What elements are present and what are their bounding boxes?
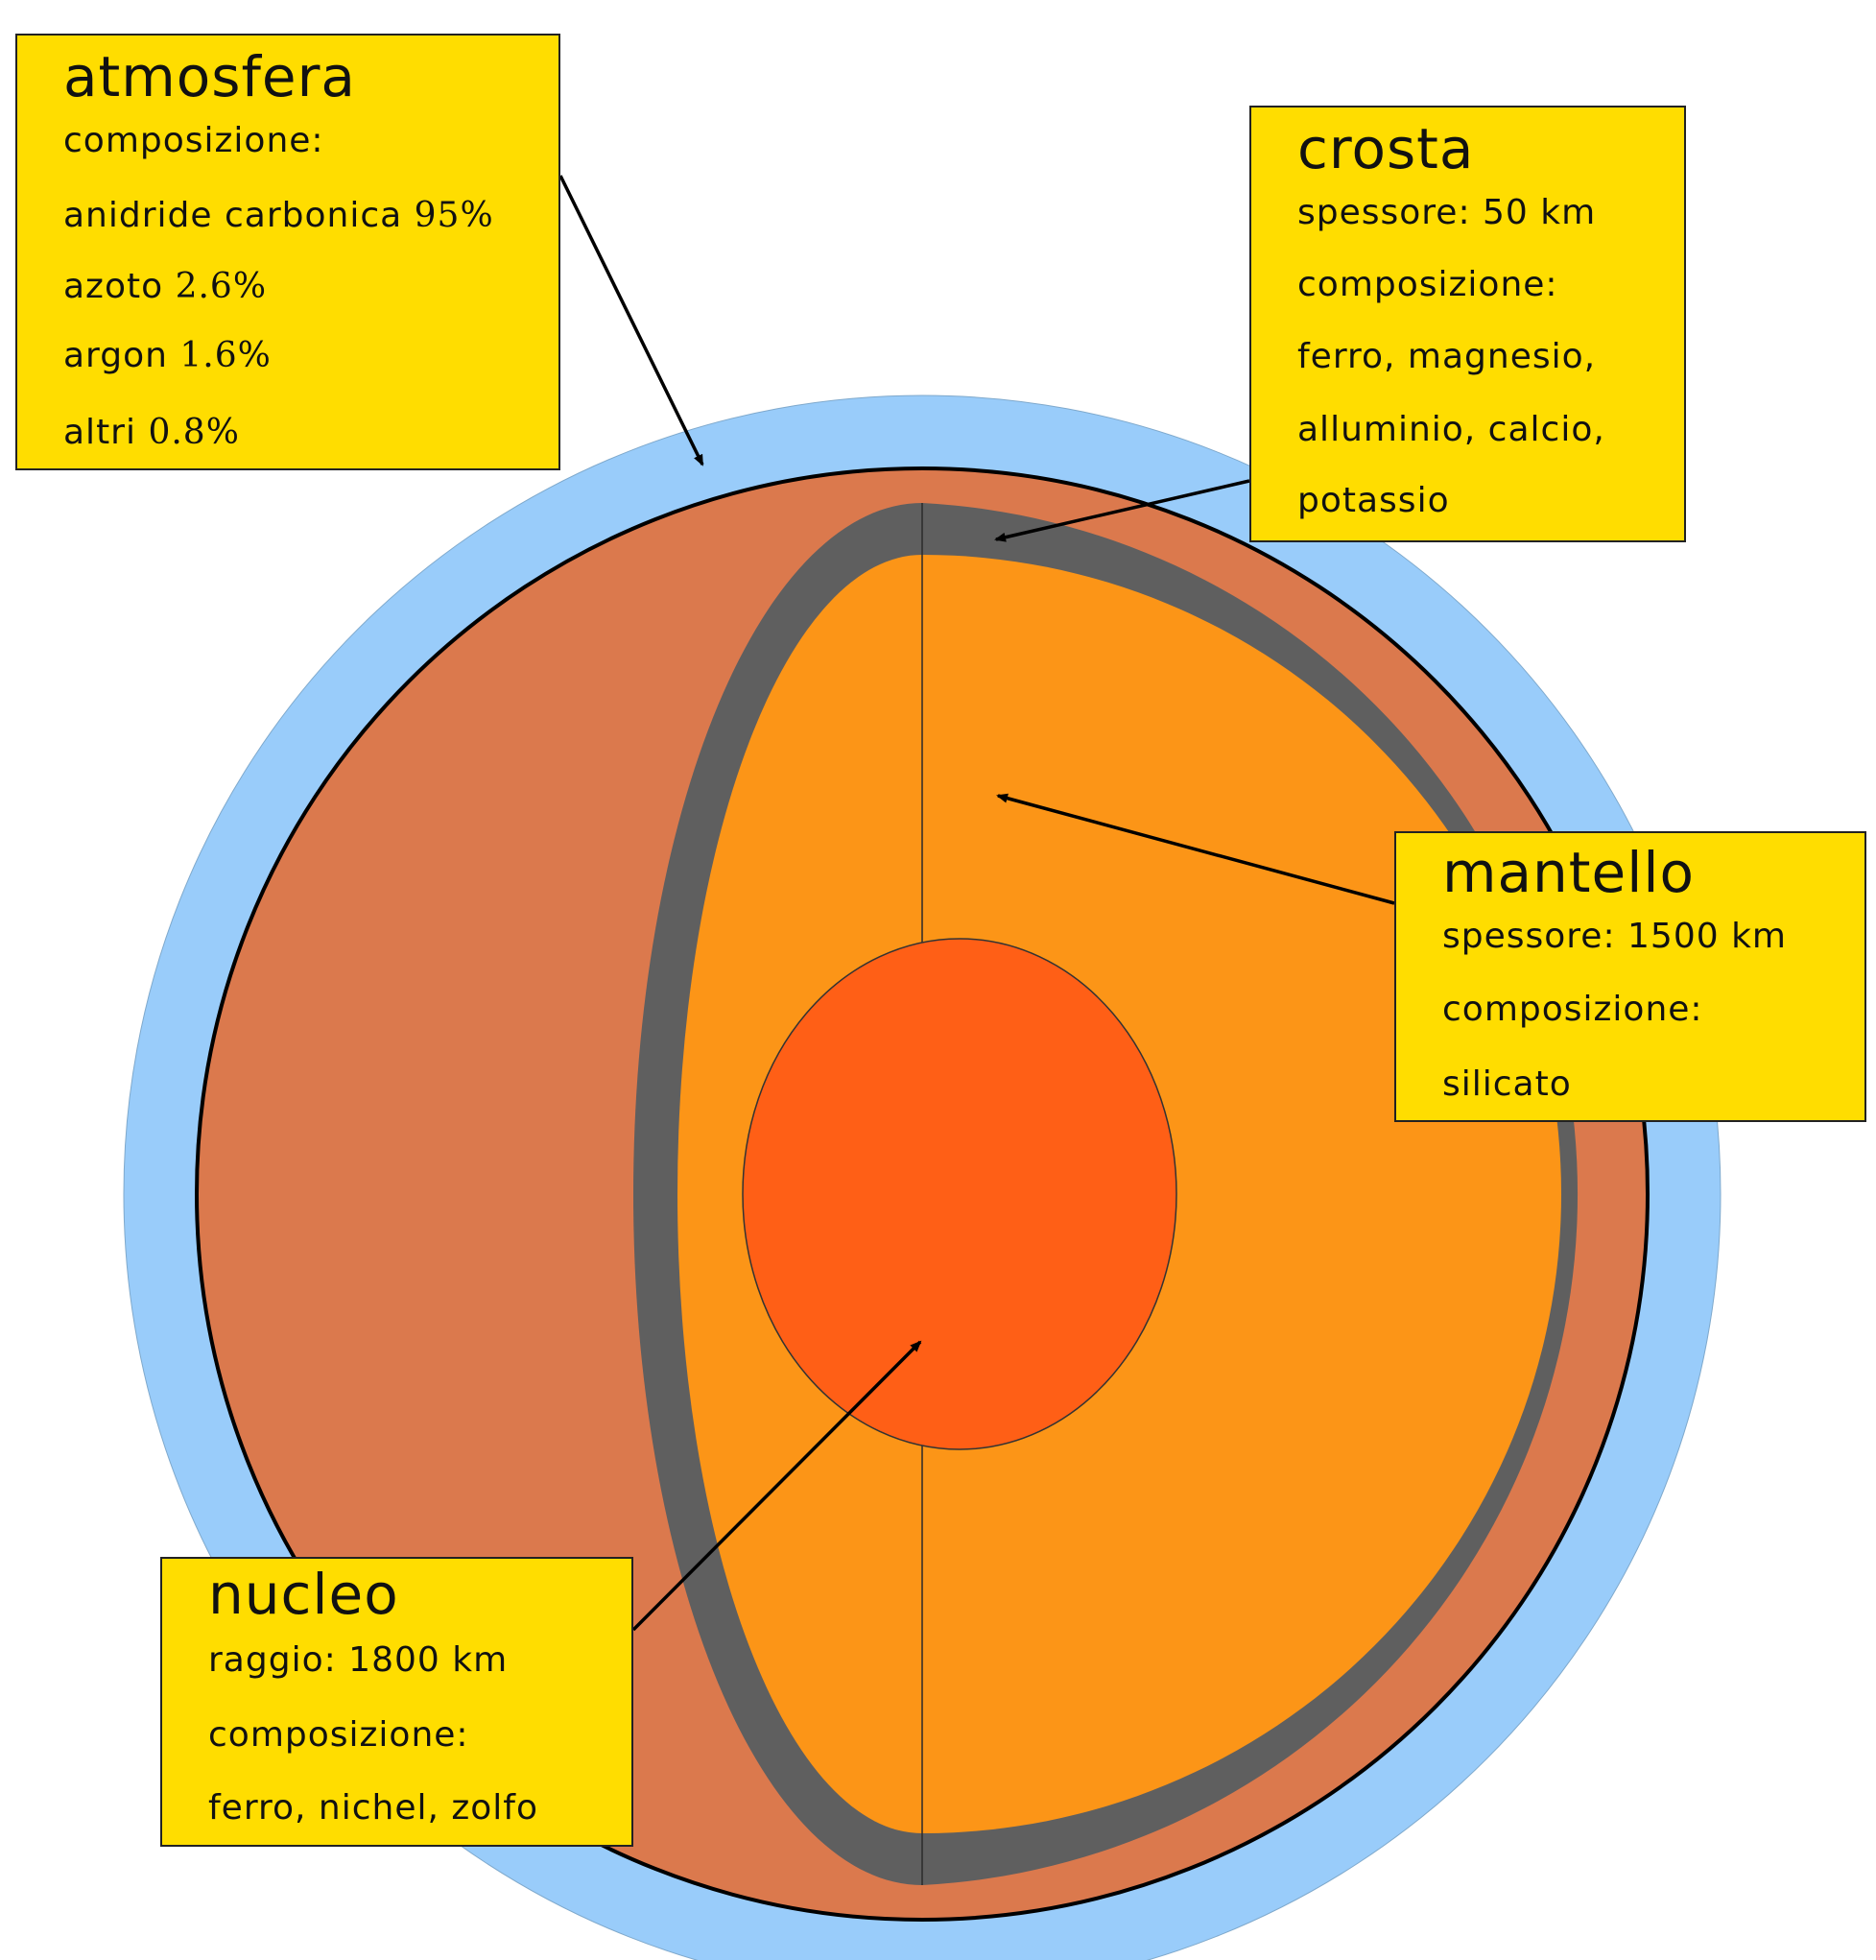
atmosfera-line-0: composizione:: [63, 124, 324, 158]
nucleo-title: nucleo: [208, 1566, 399, 1622]
atmosfera-title: atmosfera: [63, 49, 356, 105]
nucleo-composition-line: ferro, nichel, zolfo: [208, 1791, 538, 1826]
atmosfera-gas-percent: 0.8%: [148, 413, 239, 452]
core: [743, 939, 1176, 1449]
atmosfera-gas-name: altri: [63, 413, 136, 452]
arrow-atmosfera: [560, 176, 702, 465]
mantello-thickness: spessore: 1500 km: [1442, 920, 1787, 954]
atmosfera-gas-name: argon: [63, 336, 168, 375]
crosta-composition-line: potassio: [1297, 484, 1450, 518]
crosta-label-box: crosta spessore: 50 km composizione: fer…: [1249, 106, 1686, 542]
atmosfera-gas-percent: 2.6%: [176, 267, 267, 306]
atmosfera-composition-label: composizione:: [63, 121, 324, 160]
atmosfera-gas-name: anidride carbonica: [63, 196, 402, 235]
atmosfera-gas-name: azoto: [63, 267, 163, 306]
crosta-composition-line: ferro, magnesio,: [1297, 340, 1596, 374]
crosta-title: crosta: [1297, 121, 1474, 177]
atmosfera-line-4: altri 0.8%: [63, 416, 240, 450]
atmosfera-line-1: anidride carbonica 95%: [63, 199, 494, 233]
atmosfera-line-3: argon 1.6%: [63, 339, 272, 373]
mantello-composition-line: silicato: [1442, 1067, 1572, 1102]
nucleo-label-box: nucleo raggio: 1800 km composizione: fer…: [160, 1557, 633, 1847]
mantello-title: mantello: [1442, 845, 1695, 900]
atmosfera-gas-percent: 95%: [415, 196, 494, 235]
crosta-thickness: spessore: 50 km: [1297, 196, 1596, 230]
mantello-composition-label: composizione:: [1442, 992, 1703, 1027]
atmosfera-gas-percent: 1.6%: [179, 336, 271, 375]
nucleo-composition-label: composizione:: [208, 1718, 469, 1753]
mantello-label-box: mantello spessore: 1500 km composizione:…: [1394, 831, 1866, 1122]
crosta-composition-label: composizione:: [1297, 268, 1558, 302]
nucleo-radius: raggio: 1800 km: [208, 1643, 508, 1678]
atmosfera-label-box: atmosfera composizione: anidride carboni…: [15, 34, 560, 470]
atmosfera-line-2: azoto 2.6%: [63, 270, 267, 304]
crosta-composition-line: alluminio, calcio,: [1297, 413, 1605, 447]
